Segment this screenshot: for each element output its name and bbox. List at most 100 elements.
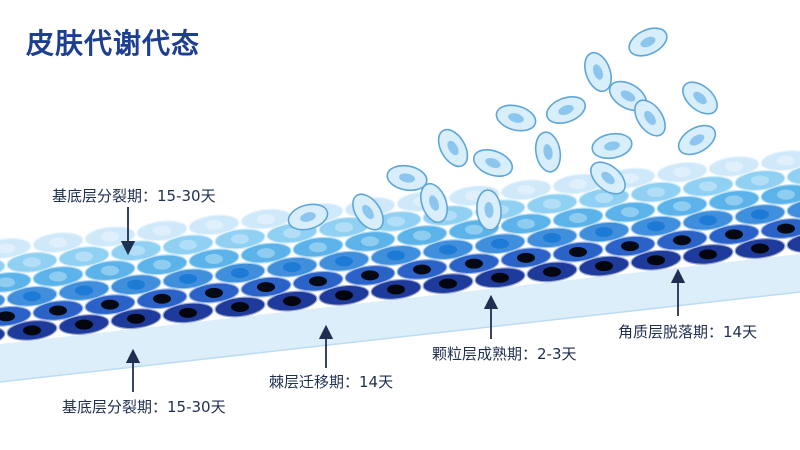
nucleus <box>101 265 119 276</box>
nucleus <box>517 184 535 195</box>
nucleus <box>387 216 405 227</box>
nucleus <box>491 238 509 249</box>
nucleus <box>751 175 769 186</box>
nucleus <box>257 248 275 259</box>
nucleus <box>49 237 67 248</box>
nucleus <box>647 255 665 266</box>
flake-nucleus <box>592 64 604 80</box>
nucleus <box>101 231 119 242</box>
nucleus <box>673 235 691 246</box>
cell <box>0 257 6 279</box>
nucleus <box>543 198 561 209</box>
nucleus <box>673 167 691 178</box>
flake-nucleus <box>543 144 553 160</box>
flake-nucleus <box>399 173 415 183</box>
nucleus <box>725 229 743 240</box>
flake-nucleus <box>558 104 574 116</box>
nucleus <box>49 271 67 282</box>
flake-nucleus <box>428 195 440 211</box>
cell <box>0 291 6 313</box>
nucleus <box>751 243 769 254</box>
nucleus <box>361 236 379 247</box>
nucleus <box>465 258 483 269</box>
cell <box>0 325 6 347</box>
nucleus <box>127 313 145 324</box>
nucleus <box>335 290 353 301</box>
nucleus <box>75 251 93 262</box>
nucleus <box>621 241 639 252</box>
flake-nucleus <box>300 212 316 222</box>
nucleus <box>439 244 457 255</box>
nucleus <box>413 264 431 275</box>
nucleus <box>0 311 15 322</box>
nucleus <box>751 209 769 220</box>
nucleus <box>23 291 41 302</box>
nucleus <box>75 319 93 330</box>
nucleus <box>127 245 145 256</box>
flake-nucleus <box>484 202 494 218</box>
nucleus <box>231 234 249 244</box>
nucleus <box>361 270 379 281</box>
nucleus <box>205 287 223 298</box>
flake-nucleus <box>447 140 459 156</box>
label-basal-bottom: 基底层分裂期：15-30天 <box>62 398 226 416</box>
nucleus <box>23 325 41 336</box>
dermis-fill <box>0 254 800 382</box>
nucleus <box>309 276 327 287</box>
nucleus <box>231 268 249 278</box>
nucleus <box>725 161 743 172</box>
label-granular: 颗粒层成熟期：2-3天 <box>432 345 577 363</box>
nucleus <box>75 285 93 296</box>
nucleus <box>777 223 795 234</box>
nucleus <box>673 201 691 212</box>
cell-row-spinous <box>0 184 800 293</box>
nucleus <box>699 249 717 260</box>
nucleus <box>595 193 613 204</box>
label-basal-top: 基底层分裂期：15-30天 <box>52 187 216 205</box>
nucleus <box>465 224 483 235</box>
nucleus <box>543 266 561 277</box>
nucleus <box>387 284 405 295</box>
nucleus <box>699 181 717 192</box>
nucleus <box>101 299 119 310</box>
nucleus <box>725 195 743 206</box>
nucleus <box>309 242 327 253</box>
flake-nucleus <box>640 36 656 48</box>
cell-row-layer-3 <box>0 218 800 327</box>
nucleus <box>23 257 41 268</box>
nucleus <box>0 243 15 254</box>
flake-nucleus <box>620 90 636 102</box>
arrows <box>120 207 686 392</box>
nucleus <box>595 261 613 272</box>
nucleus <box>179 273 197 284</box>
flake-nucleus <box>689 134 705 146</box>
nucleus <box>569 212 587 223</box>
nucleus <box>205 219 223 230</box>
nucleus <box>127 279 145 290</box>
nucleus <box>699 215 717 226</box>
nucleus <box>595 227 613 238</box>
nucleus <box>257 214 275 225</box>
flake-nucleus <box>362 204 374 220</box>
nucleus <box>413 230 431 241</box>
shedding-cells <box>287 27 718 231</box>
nucleus <box>153 293 171 304</box>
nucleus <box>0 277 15 288</box>
flake-nucleus <box>601 171 615 185</box>
flake-nucleus <box>693 91 707 105</box>
nucleus <box>179 307 197 318</box>
flake-nucleus <box>604 141 620 151</box>
flake-nucleus <box>508 113 524 123</box>
nucleus <box>257 282 275 293</box>
label-spinous: 棘层迁移期：14天 <box>269 373 394 391</box>
nucleus <box>231 302 249 312</box>
nucleus <box>335 256 353 267</box>
nucleus <box>283 262 301 273</box>
nucleus <box>543 232 561 243</box>
nucleus <box>569 178 587 189</box>
flake-nucleus <box>644 110 656 126</box>
nucleus <box>647 187 665 198</box>
cell-row-basal <box>0 232 800 347</box>
nucleus <box>387 250 405 261</box>
